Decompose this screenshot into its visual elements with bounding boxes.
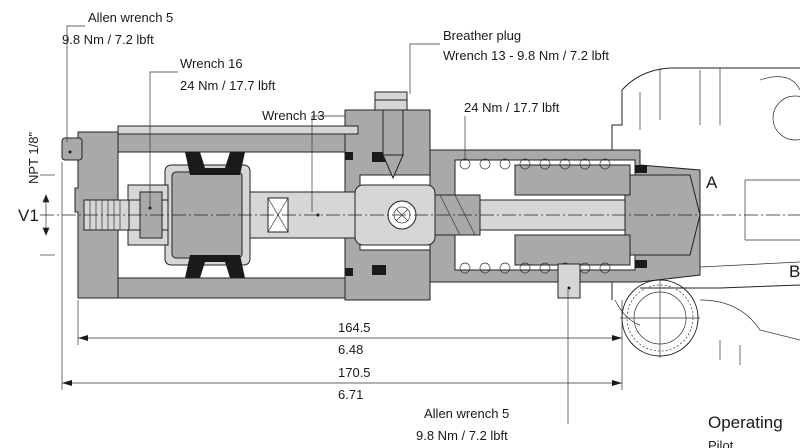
allen-top-line1: Allen wrench 5: [88, 10, 173, 25]
dim-inner-in: 6.48: [338, 342, 363, 357]
breather-line2: Wrench 13 - 9.8 Nm / 7.2 lbft: [443, 48, 609, 63]
leader-lines: [66, 25, 569, 424]
wrench16-line2: 24 Nm / 17.7 lbft: [180, 78, 276, 93]
operating-label: Operating: [708, 413, 783, 432]
top-plate: [117, 125, 359, 135]
npt-label: NPT 1/8": [26, 132, 41, 184]
lower-port-circle: [620, 278, 800, 365]
port-a-label: A: [706, 173, 718, 192]
dimension-outer: [61, 162, 623, 390]
allen-bottom-line1: Allen wrench 5: [424, 406, 509, 421]
pilot-label: Pilot: [708, 438, 734, 448]
torque-center-label: 24 Nm / 17.7 lbft: [464, 100, 560, 115]
allen-top-line2: 9.8 Nm / 7.2 lbft: [62, 32, 154, 47]
wrench13-label: Wrench 13: [262, 108, 325, 123]
dim-outer-in: 6.71: [338, 387, 363, 402]
npt-plug: [61, 137, 83, 161]
npt-dimension: [40, 174, 55, 256]
dim-outer-mm: 170.5: [338, 365, 371, 380]
allen-bottom-line2: 9.8 Nm / 7.2 lbft: [416, 428, 508, 443]
breather-plug: [374, 91, 408, 180]
v1-port-label: V1: [18, 206, 39, 225]
bottom-allen-plug: [557, 263, 581, 299]
dimension-inner: [77, 300, 623, 345]
breather-line1: Breather plug: [443, 28, 521, 43]
wrench16-line1: Wrench 16: [180, 56, 243, 71]
main-valve-body: [611, 67, 800, 326]
dim-inner-mm: 164.5: [338, 320, 371, 335]
port-b-label: B: [789, 262, 800, 281]
